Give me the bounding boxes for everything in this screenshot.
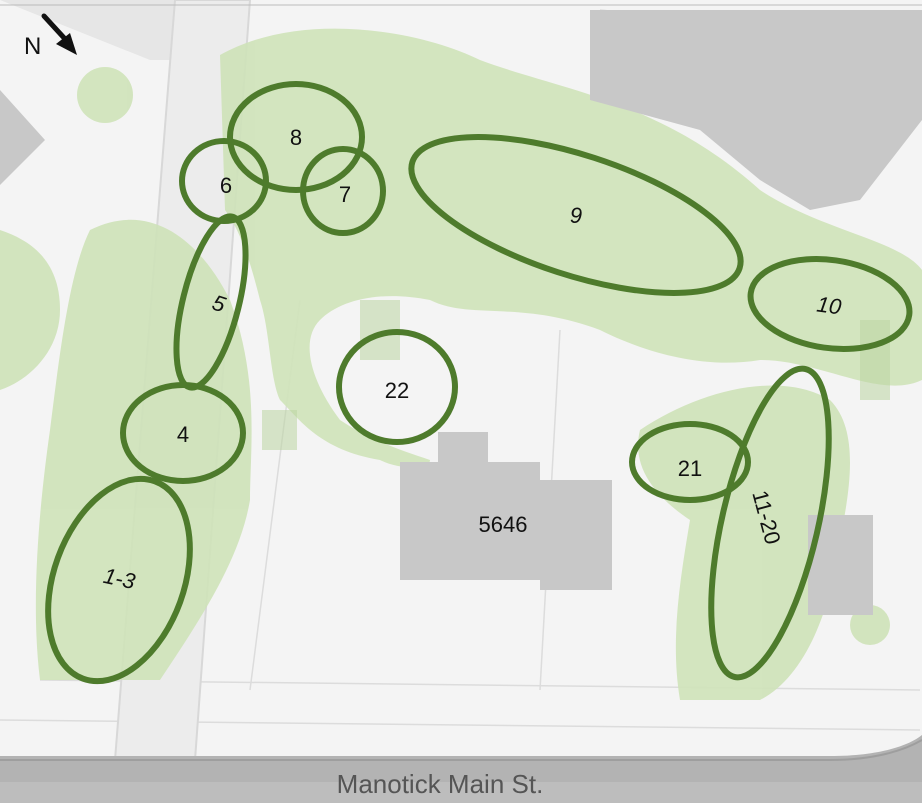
zone-8-outline[interactable] bbox=[227, 81, 365, 193]
zone-1-3-outline[interactable] bbox=[22, 459, 216, 701]
tree-canopy bbox=[0, 28, 922, 700]
zone-4-label: 4 bbox=[177, 422, 189, 447]
north-arrow-icon bbox=[41, 13, 77, 55]
building-top-left bbox=[0, 90, 45, 185]
zone-21-outline[interactable] bbox=[629, 421, 751, 503]
building-5646-label: 5646 bbox=[479, 512, 528, 537]
zone-22-outline[interactable] bbox=[336, 329, 458, 445]
zone-10-label: 10 bbox=[815, 291, 843, 319]
tree-zones bbox=[22, 81, 916, 701]
street-label: Manotick Main St. bbox=[337, 769, 544, 799]
zone-6-label: 6 bbox=[220, 173, 232, 198]
zone-6-outline[interactable] bbox=[179, 138, 269, 224]
zone-21-label: 21 bbox=[678, 456, 702, 481]
zone-11-20-outline[interactable] bbox=[688, 358, 853, 687]
zone-8-label: 8 bbox=[290, 125, 302, 150]
zone-10-outline[interactable] bbox=[745, 249, 916, 358]
canopy-shade bbox=[262, 300, 890, 450]
zone-9-label: 9 bbox=[570, 203, 582, 228]
building-5646 bbox=[400, 432, 612, 590]
zone-labels: 1-3 4 5 6 7 8 9 10 11-20 21 22 bbox=[101, 125, 844, 594]
north-label: N bbox=[24, 33, 41, 60]
zone-9-outline[interactable] bbox=[394, 105, 758, 325]
zone-22-label: 22 bbox=[385, 378, 409, 403]
building-top-right bbox=[590, 10, 922, 210]
zone-5-outline[interactable] bbox=[163, 210, 260, 394]
zone-7-label: 7 bbox=[339, 182, 351, 207]
